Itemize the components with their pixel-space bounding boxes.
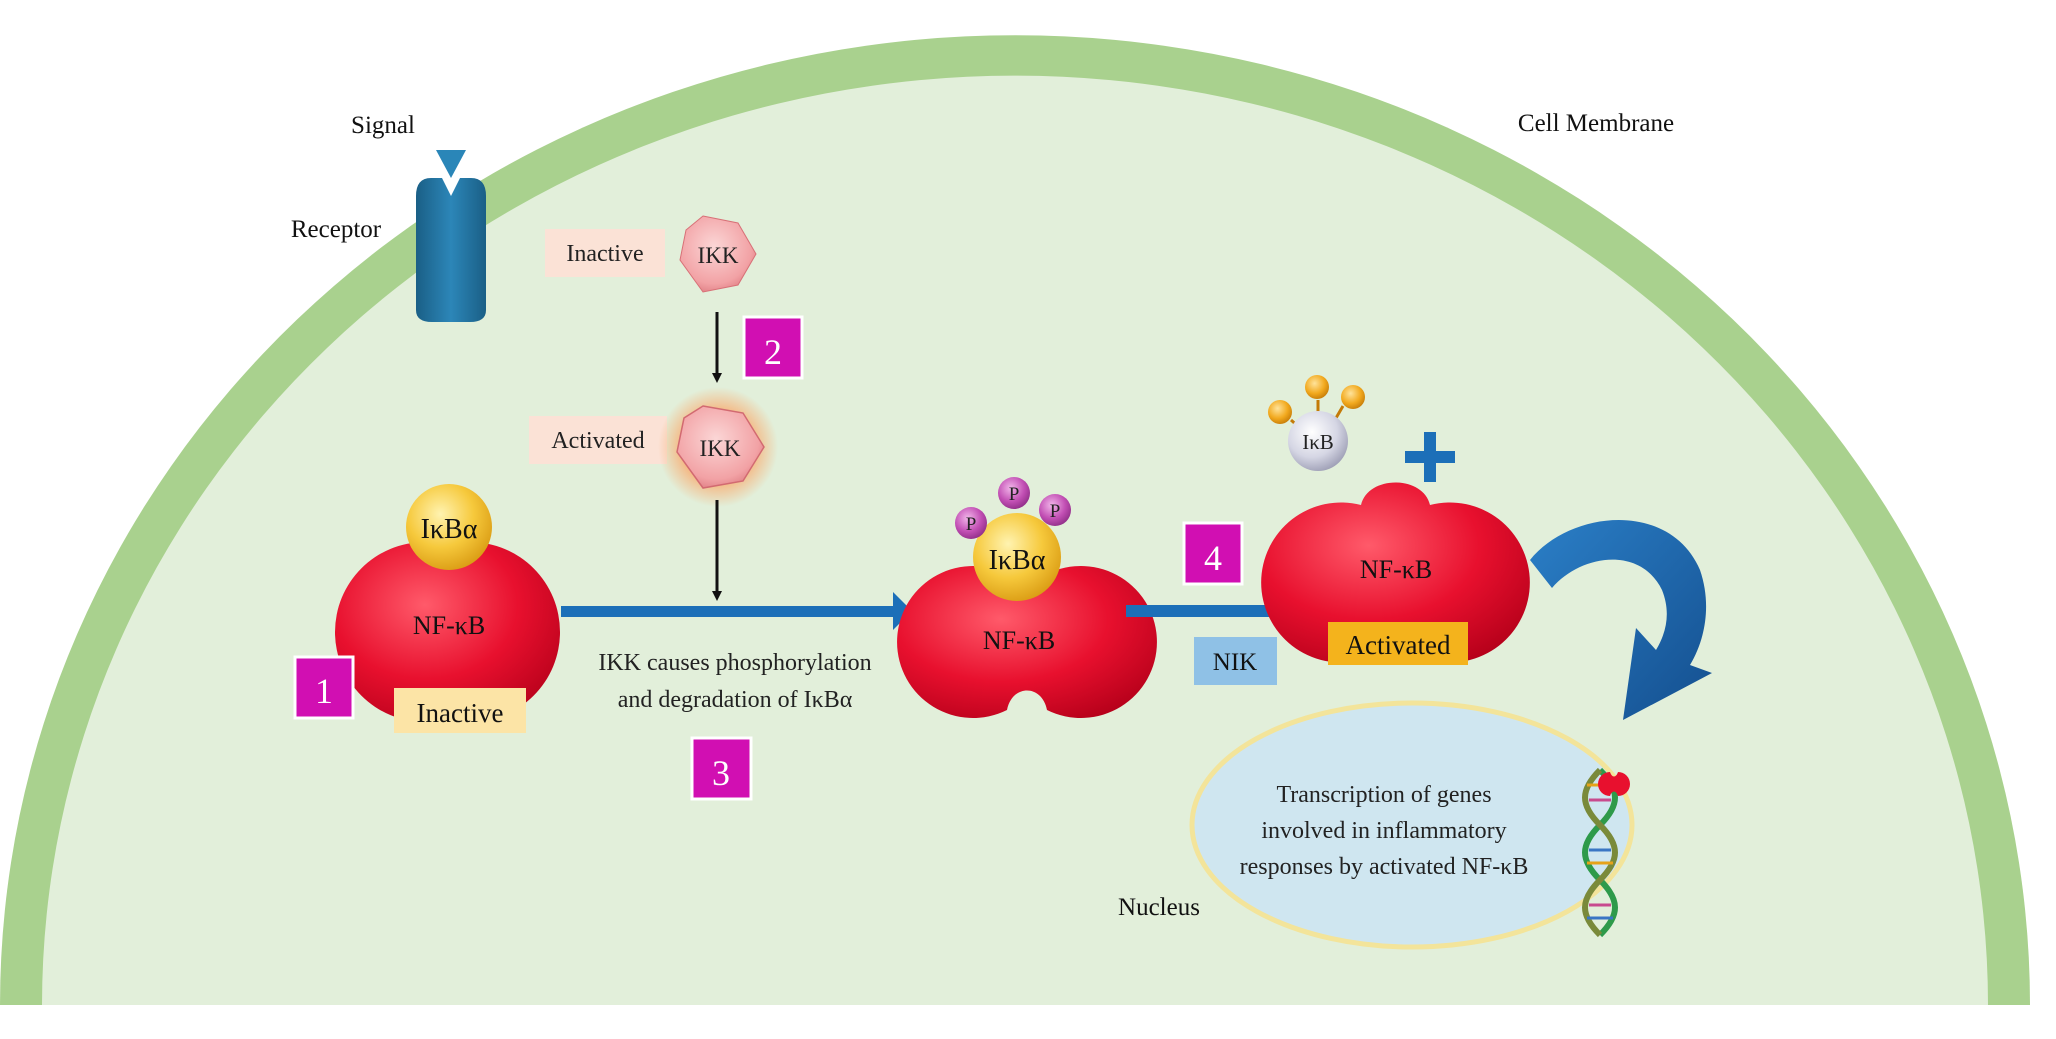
nfkb-inactive-text: NF-κB: [413, 611, 485, 640]
phosphate-group-left: P: [955, 507, 987, 539]
free-ikb-text: IκB: [1302, 430, 1334, 454]
free-ikb-orange-2: [1305, 375, 1329, 399]
step-1-box: 1: [293, 655, 355, 720]
nfkb-phospho-shape: [897, 566, 1157, 719]
ikba-phospho-text: IκBα: [989, 545, 1046, 576]
signal-label: Signal: [351, 112, 415, 139]
plus-icon: [1405, 432, 1455, 482]
ikk-inactive-label: Inactive: [566, 241, 643, 267]
signal-ligand: [436, 150, 466, 178]
nfkb-activated-text: NF-κB: [1360, 555, 1432, 584]
ikk-activated-label-box: [529, 416, 667, 464]
ikk-inactive-group: Inactive IKK: [545, 215, 757, 293]
phosphate-group-top: P: [998, 477, 1030, 509]
receptor-label: Receptor: [291, 216, 382, 243]
activated-state-text: Activated: [1346, 630, 1451, 660]
phosphate-top-text: P: [1009, 484, 1020, 505]
arrow-phosphorylation: [561, 592, 912, 630]
ikk-activated-label: Activated: [551, 428, 644, 454]
receptor: [416, 150, 486, 322]
step-3-box: 3: [690, 736, 753, 801]
free-ikb-orange-3: [1341, 385, 1365, 409]
step-1-number: 1: [315, 671, 333, 711]
curved-arrow-to-nucleus: [1530, 520, 1712, 720]
ikk-inactive-shape: [679, 215, 757, 293]
nucleus-text-line2: involved in inflammatory: [1261, 818, 1506, 844]
receptor-protein: [416, 178, 486, 322]
nucleus-label: Nucleus: [1118, 894, 1200, 921]
free-ikb: IκB: [1268, 375, 1365, 471]
step-3-number: 3: [712, 753, 730, 793]
free-ikb-ball: [1288, 411, 1348, 471]
ikk-inactive-text: IKK: [698, 243, 739, 268]
dna-helix-icon: [1582, 767, 1618, 938]
nfkb-on-dna-icon: [1598, 772, 1630, 796]
nucleus-shape: [1189, 700, 1635, 950]
ikk-activated-group: Activated IKK: [529, 387, 778, 507]
step3-text-line2: and degradation of IκBα: [618, 687, 853, 713]
step-4-number: 4: [1204, 538, 1222, 578]
phosphate-group-right: P: [1039, 494, 1071, 526]
complex-activated: NF-κB Activated: [1261, 482, 1530, 665]
phosphate-left-text: P: [966, 514, 977, 535]
complex-inactive: IκBα NF-κB Inactive: [335, 484, 560, 733]
nfkb-phospho-text: NF-κB: [983, 626, 1055, 655]
ikk-activated-text: IKK: [700, 436, 741, 461]
nfkb-inactive-shape: [335, 542, 560, 722]
ikk-inactive-label-box: [545, 229, 665, 277]
activated-state-box: [1328, 622, 1468, 665]
free-ikb-orange-1: [1268, 400, 1292, 424]
nfkb-activated-shape: [1261, 482, 1530, 663]
nik-label: NIK: [1213, 649, 1257, 676]
ikba-phospho-ball: [973, 513, 1061, 601]
step-4-box: 4: [1182, 521, 1244, 586]
ikba-inactive-text: IκBα: [421, 514, 478, 545]
phosphate-right-text: P: [1050, 501, 1061, 522]
inactive-state-text: Inactive: [417, 698, 504, 728]
ikba-inactive-ball: [406, 484, 492, 570]
step-2-box: 2: [742, 315, 804, 380]
nucleus: Transcription of genes involved in infla…: [1189, 700, 1635, 950]
nucleus-text-line3: responses by activated NF-κB: [1240, 854, 1529, 880]
ikk-activated-shape: [676, 405, 765, 489]
nik-label-box: NIK: [1194, 637, 1277, 685]
complex-phosphorylated: IκBα NF-κB P P P: [897, 477, 1157, 719]
step3-text-line1: IKK causes phosphorylation: [598, 650, 871, 676]
nucleus-text-line1: Transcription of genes: [1276, 782, 1491, 808]
cell-membrane-label: Cell Membrane: [1518, 110, 1674, 137]
step-2-number: 2: [764, 332, 782, 372]
inactive-state-box: [394, 688, 526, 733]
